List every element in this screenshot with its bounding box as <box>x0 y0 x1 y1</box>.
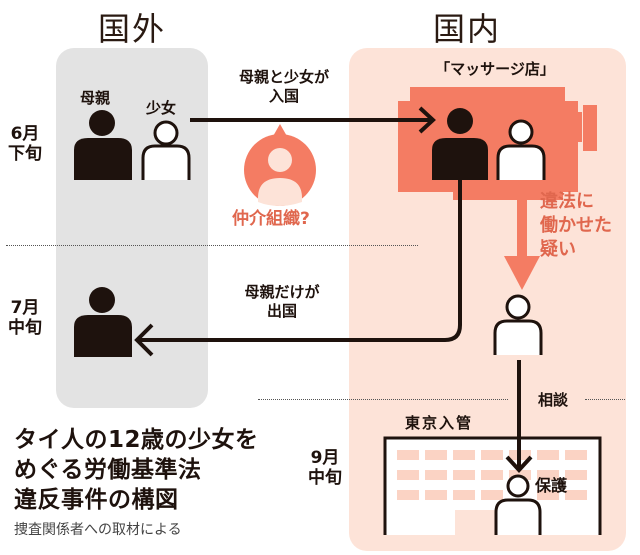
time-period: 中旬 <box>8 318 42 338</box>
caption-source: 捜査関係者への取材による <box>14 522 182 538</box>
girl-icon-protected <box>494 474 542 535</box>
caption-title-line2: めぐる労働基準法 <box>14 457 202 483</box>
mother-label: 母親 <box>80 89 111 107</box>
time-period: 中旬 <box>308 468 342 488</box>
time-month: 6月 <box>10 124 40 144</box>
illegal-work-arrow <box>504 198 540 290</box>
girl-icon-shop <box>496 119 546 180</box>
caption-title-line1: タイ人の12歳の少女を <box>14 427 259 453</box>
protect-label: 保護 <box>535 476 568 495</box>
exit-label-line1: 母親だけが <box>244 283 320 301</box>
timeline-divider-1a <box>6 245 418 246</box>
caption: タイ人の12歳の少女を めぐる労働基準法 違反事件の構図 捜査関係者への取材によ… <box>14 425 259 539</box>
region-title-domestic: 国内 <box>433 10 502 48</box>
entry-label-line2: 入国 <box>268 87 299 105</box>
immigration-building-icon <box>383 436 602 535</box>
exit-label: 母親だけが 出国 <box>222 283 342 321</box>
exit-label-line2: 出国 <box>266 302 297 320</box>
illegal-work-line3: 疑い <box>540 239 576 260</box>
shop-label: 「マッサージ店」 <box>435 60 555 78</box>
time-label-june: 6月 下旬 <box>5 124 45 164</box>
immigration-label: 東京入管 <box>405 414 474 432</box>
time-month: 7月 <box>10 298 40 318</box>
illegal-work-label: 違法に 働かせた 疑い <box>540 190 612 262</box>
mother-icon-returned <box>74 287 132 357</box>
consult-label: 相談 <box>538 391 569 409</box>
caption-title-line3: 違反事件の構図 <box>14 487 179 513</box>
entry-label: 母親と少女が 入国 <box>214 68 354 106</box>
time-period: 下旬 <box>8 144 42 164</box>
broker-icon <box>244 124 316 206</box>
time-label-july: 7月 中旬 <box>5 298 45 338</box>
illegal-work-line2: 働かせた <box>540 215 612 236</box>
timeline-divider-2a <box>258 399 508 400</box>
mother-icon-abroad <box>74 110 132 180</box>
broker-label: 仲介組織? <box>232 209 310 229</box>
consult-arrow <box>505 360 533 473</box>
girl-label: 少女 <box>146 99 177 117</box>
time-label-september: 9月 中旬 <box>305 448 345 488</box>
girl-icon-abroad <box>141 120 191 180</box>
illegal-work-line1: 違法に <box>540 191 594 212</box>
region-title-abroad: 国外 <box>98 10 167 48</box>
girl-icon-after <box>493 294 543 355</box>
entry-arrow <box>190 106 436 134</box>
entry-label-line1: 母親と少女が <box>238 68 329 86</box>
mother-icon-shop <box>432 108 488 180</box>
exit-arrow <box>134 180 462 357</box>
timeline-divider-2b <box>585 399 625 400</box>
massage-shop-icon <box>398 87 597 200</box>
time-month: 9月 <box>310 448 340 468</box>
